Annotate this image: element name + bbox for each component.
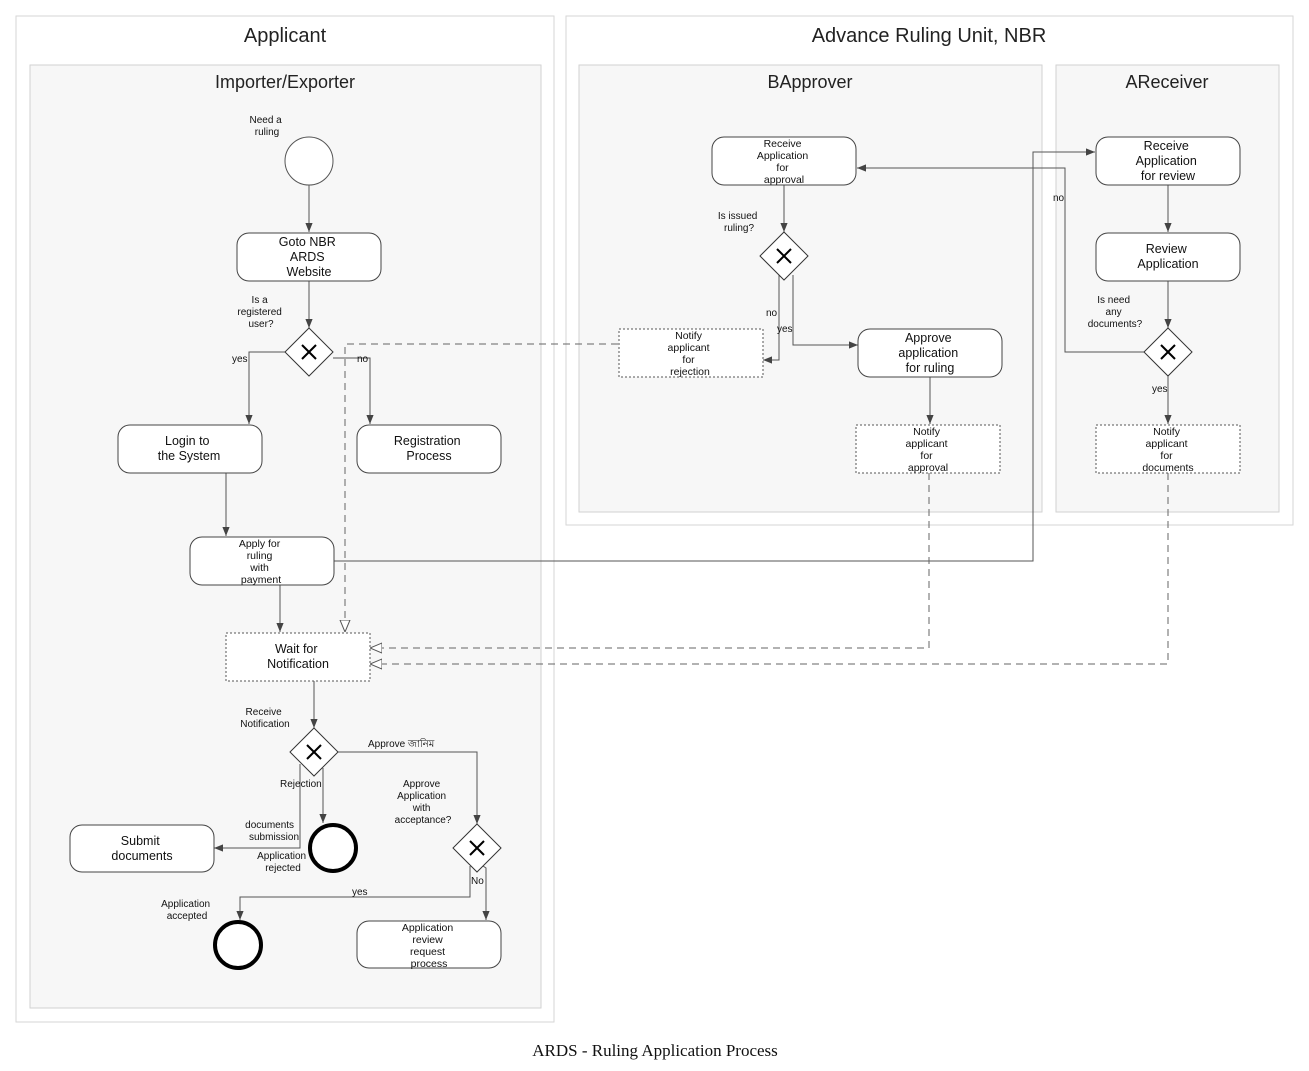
gateway-issued [759,231,809,281]
gateway-documents [1143,327,1193,377]
label-need-documents: Is need any documents? [1088,295,1143,330]
task-receive-approval [711,136,857,186]
message-flows [345,343,1169,664]
label-application-accepted: Application accepted [161,899,213,922]
task-apply [189,536,335,586]
label-application-rejected: Application rejected [257,851,309,874]
label-no-register: no [357,354,369,365]
label-yes-documents: yes [1152,384,1168,395]
label-is-issued: Is issued ruling? [718,211,760,234]
task-notify-approval-label: Notify applicant for approval [906,426,951,474]
label-approve-janim: Approve জানিম [368,738,435,750]
pool-applicant-title: Applicant [244,25,327,47]
task-submit-documents-label: Submit documents [111,834,172,863]
task-wait-notification-label: Wait for Notification [267,642,329,671]
label-receive-notification: Receive Notification [240,707,289,730]
task-approve-application-label: Approve application for ruling [898,331,961,375]
task-apply-label: Apply for ruling with payment [239,538,283,586]
task-wait-notification [225,632,371,682]
task-registration [356,424,502,474]
task-review-request [356,920,502,969]
lane-bapprover-title: BApprover [767,72,852,92]
message-approval-wait [370,473,930,648]
task-notify-documents-label: Notify applicant for documents [1142,426,1193,474]
label-yes-login: yes [232,354,248,365]
pool-nbr-title: Advance Ruling Unit, NBR [812,25,1047,47]
task-receive-review [1095,136,1241,186]
task-approve-application [857,328,1003,378]
label-no-issued: no [766,308,778,319]
task-review-application-label: Review Application [1137,242,1198,271]
task-notify-approval [855,424,1001,474]
task-receive-approval-label: Receive Application for approval [757,138,811,186]
task-notify-rejection [618,328,764,378]
flow-gateway-acceptance [338,751,481,824]
task-review-application [1095,232,1241,282]
task-receive-review-label: Receive Application for review [1136,139,1201,183]
flow-issued-approve [792,275,858,349]
label-no-documents: no [1053,193,1065,204]
label-is-registered: Is a registered user? [237,295,284,330]
message-documents-wait [370,473,1169,664]
task-login [117,424,263,474]
flow-gateway-login [245,351,285,424]
flow-gateway-submit [214,764,301,852]
task-goto-website [236,232,382,282]
flow-gateway-registration [333,357,374,424]
flow-docs-no-approval [857,164,1144,353]
gateway-notification [289,727,339,777]
lane-areceiver-title: AReceiver [1125,72,1208,92]
flow-acceptance-review [482,865,490,920]
start-event [284,136,334,186]
label-rejection: Rejection [280,779,322,790]
label-documents-submission: documents submission [245,820,299,843]
task-notify-documents [1095,424,1241,474]
message-rejection-wait [345,343,618,632]
label-no-accept: No [471,876,484,887]
lane-importer-title: Importer/Exporter [215,72,355,92]
diagram-caption: ARDS - Ruling Application Process [532,1041,778,1060]
gateway-acceptance [452,823,502,873]
gateway-registered [284,327,334,377]
task-goto-website-label: Goto NBR ARDS Website [279,235,339,279]
flow-acceptance-accepted [236,866,471,920]
label-approve-acceptance: Approve Application with acceptance? [395,779,452,826]
sequence-flows [214,148,1172,920]
end-event-rejected [308,823,358,873]
task-registration-label: Registration Process [394,434,464,463]
label-yes-accept: yes [352,887,368,898]
flow-apply-receive-review [333,148,1095,562]
task-submit-documents [69,824,215,873]
task-review-request-label: Application review request process [402,922,456,970]
flow-issued-notify-rejection [763,275,780,364]
label-yes-issued: yes [777,324,793,335]
task-notify-rejection-label: Notify applicant for rejection [668,330,713,378]
task-login-label: Login to the System [158,434,221,463]
end-event-accepted [213,920,263,970]
label-need-ruling: Need a ruling [249,115,284,138]
